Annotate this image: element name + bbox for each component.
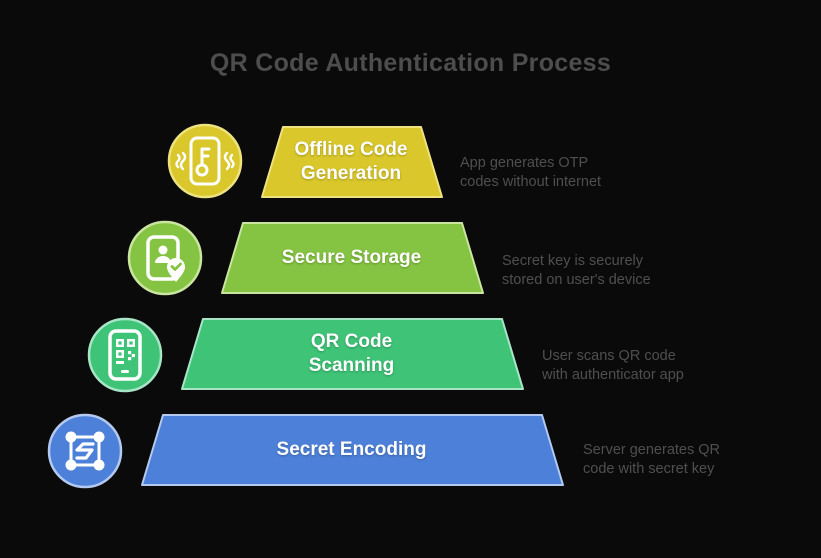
pyramid-level-3-shape [181,318,524,390]
level-3-description: User scans QR code with authenticator ap… [542,348,684,383]
level-1-description: App generates OTP codes without internet [460,155,602,190]
level-2-trapezoid [221,222,484,294]
page-title: QR Code Authentication Process [209,49,612,77]
pyramid-level-4-shape [141,414,564,486]
level-1-icon-circle [167,123,243,199]
level-1-trapezoid [261,126,443,198]
encoding-frame-icon [47,413,123,489]
level-2-label: Secure Storage [281,247,422,268]
level-3-label: QR Code Scanning [308,331,395,376]
device-user-check-icon [127,220,203,296]
level-4-description: Server generates QR code with secret key [583,442,721,477]
phone-qr-glyph [108,329,142,381]
device-user-check-glyph [146,235,185,282]
level-3-trapezoid [181,318,524,390]
phone-qr-code-icon [87,317,163,393]
phone-key-glyph [175,136,235,186]
vibrating-phone-key-icon [167,123,243,199]
level-3-icon-circle [87,317,163,393]
level-1-label: Offline Code Generation [294,139,408,184]
pyramid-level-2-shape [221,222,484,294]
pyramid-level-1-shape [261,126,443,198]
level-2-description: Secret key is securely stored on user's … [502,253,651,288]
level-4-label: Secret Encoding [276,439,427,460]
encoding-frame-glyph [65,431,105,471]
level-4-trapezoid [141,414,564,486]
